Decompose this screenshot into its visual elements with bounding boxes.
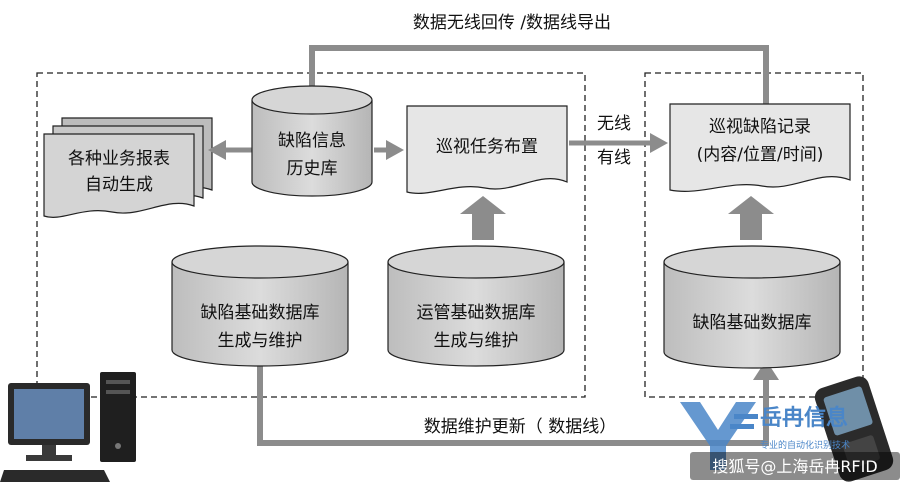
handheld-terminal-icon — [814, 376, 894, 482]
patrol-record-doc — [669, 103, 851, 192]
defect-db-right-cylinder — [663, 245, 841, 369]
wireless-label: 无线 — [597, 114, 631, 134]
watermark-bg — [690, 452, 900, 480]
bottom-update-label: 数据维护更新（ 数据线） — [424, 417, 616, 437]
arrow-history-to-task — [374, 140, 404, 160]
history-db-label-1: 缺陷信息 — [278, 131, 346, 151]
history-db-cylinder — [251, 85, 373, 197]
ops-db-label-2: 生成与维护 — [434, 331, 519, 351]
arrow-history-to-report — [208, 140, 252, 160]
patrol-task-doc — [406, 105, 568, 194]
bottom-update-arrow — [257, 352, 779, 446]
desktop-computer-icon — [0, 372, 136, 482]
brand-logo-icon — [680, 402, 758, 470]
report-label-1: 各种业务报表 — [68, 149, 170, 169]
patrol-record-label-1: 巡视缺陷记录 — [709, 117, 811, 137]
arrow-db-to-record — [728, 196, 774, 240]
ops-db-label-1: 运管基础数据库 — [417, 303, 536, 323]
report-doc-stack — [43, 117, 213, 218]
patrol-record-label-2: (内容/位置/时间) — [697, 145, 824, 165]
brand-sub: 专业的自动化识别技术 — [760, 439, 850, 451]
arrow-task-to-record — [569, 133, 668, 153]
wired-label: 有线 — [597, 148, 631, 168]
history-db-label-2: 历史库 — [287, 159, 338, 179]
brand-name: 岳冉信息 — [760, 405, 848, 431]
patrol-task-label: 巡视任务布置 — [436, 137, 538, 157]
top-return-label: 数据无线回传 /数据线导出 — [413, 13, 611, 33]
report-label-2: 自动生成 — [85, 175, 153, 195]
defect-db-left-label-1: 缺陷基础数据库 — [201, 303, 320, 323]
defect-db-left-cylinder — [171, 245, 349, 367]
defect-db-right-label: 缺陷基础数据库 — [693, 313, 812, 333]
defect-db-left-label-2: 生成与维护 — [218, 331, 303, 351]
ops-db-cylinder — [387, 245, 565, 367]
arrow-ops-to-task — [460, 196, 506, 240]
watermark-source: 搜狐号@上海岳冉RFID — [712, 457, 877, 476]
right-region-frame — [644, 72, 864, 398]
